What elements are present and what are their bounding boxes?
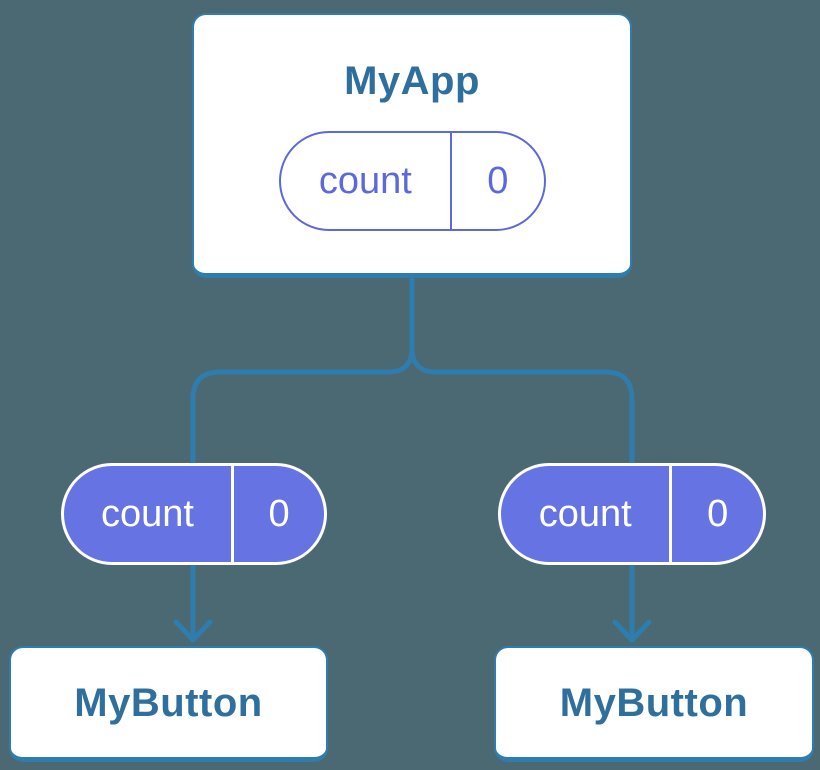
pill-divider: [669, 466, 673, 562]
mybutton-card-right: MyButton: [494, 646, 814, 762]
prop-pill-right: count 0: [498, 463, 766, 565]
mybutton-card-left: MyButton: [9, 646, 328, 762]
myapp-title: MyApp: [344, 59, 480, 103]
state-value: 0: [487, 160, 509, 202]
pill-divider: [231, 466, 235, 562]
prop-value: 0: [707, 493, 729, 535]
myapp-card: MyApp count 0: [192, 13, 632, 278]
arrowhead-right-icon: [612, 619, 652, 643]
prop-label: count: [538, 493, 632, 535]
prop-pill-left: count 0: [61, 463, 327, 565]
pill-divider: [450, 133, 453, 229]
state-label: count: [318, 160, 412, 202]
mybutton-title: MyButton: [559, 680, 749, 725]
connector-right-branch: [409, 275, 635, 637]
connector-left-branch: [190, 275, 415, 637]
myapp-state-pill: count 0: [278, 131, 546, 231]
mybutton-title: MyButton: [74, 680, 263, 725]
prop-label: count: [101, 493, 194, 535]
prop-value: 0: [268, 493, 290, 535]
arrowhead-left-icon: [173, 619, 213, 643]
